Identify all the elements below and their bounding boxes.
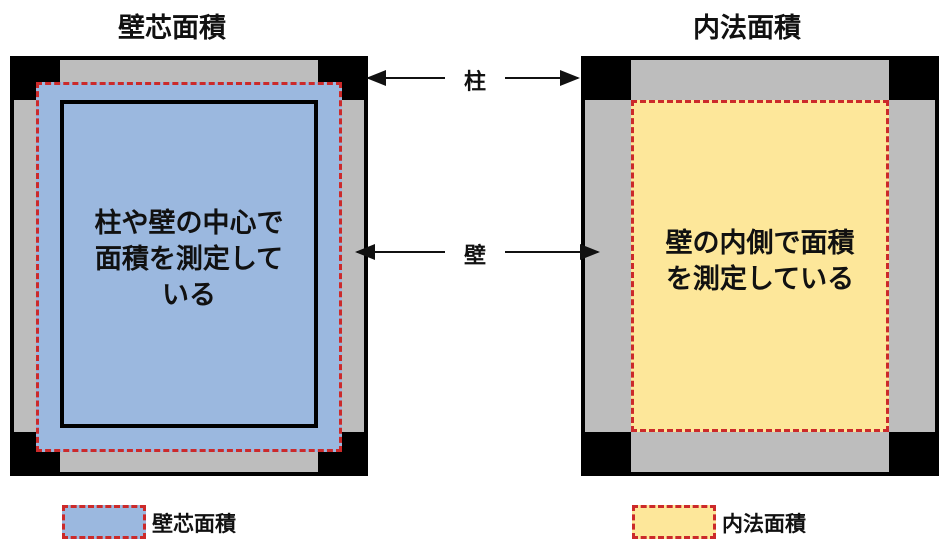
left-panel-title: 壁芯面積 [118,13,226,44]
pillar-label: 柱 [464,70,487,95]
right-pillar-top-left [581,56,631,100]
right-center-text-line-2: を測定している [665,264,855,295]
left-center-text: 柱や壁の中心で 面積を測定して いる [50,206,328,314]
right-pillar-top-right [889,56,939,100]
left-center-text-line-1: 柱や壁の中心で [94,208,284,239]
left-center-text-line-2: 面積を測定して [94,244,284,275]
left-wall-inner-outline [60,100,318,428]
left-legend-swatch [62,505,146,539]
left-floor-plan: 柱や壁の中心で 面積を測定して いる [10,56,368,476]
left-legend-label: 壁芯面積 [152,512,236,536]
right-inner-area [631,100,889,432]
left-wall-center-area [36,82,342,452]
right-floor-plan: 壁の内側で面積 を測定している [581,56,939,476]
right-legend-swatch [632,505,716,539]
right-center-text: 壁の内側で面積 を測定している [631,226,889,298]
right-center-text-line-1: 壁の内側で面積 [665,228,855,259]
right-pillar-bottom-right [889,432,939,476]
left-center-text-line-3: いる [162,280,216,311]
right-legend-label: 内法面積 [722,512,806,536]
right-panel-title: 内法面積 [693,13,801,44]
wall-label: 壁 [464,244,487,269]
right-pillar-bottom-left [581,432,631,476]
